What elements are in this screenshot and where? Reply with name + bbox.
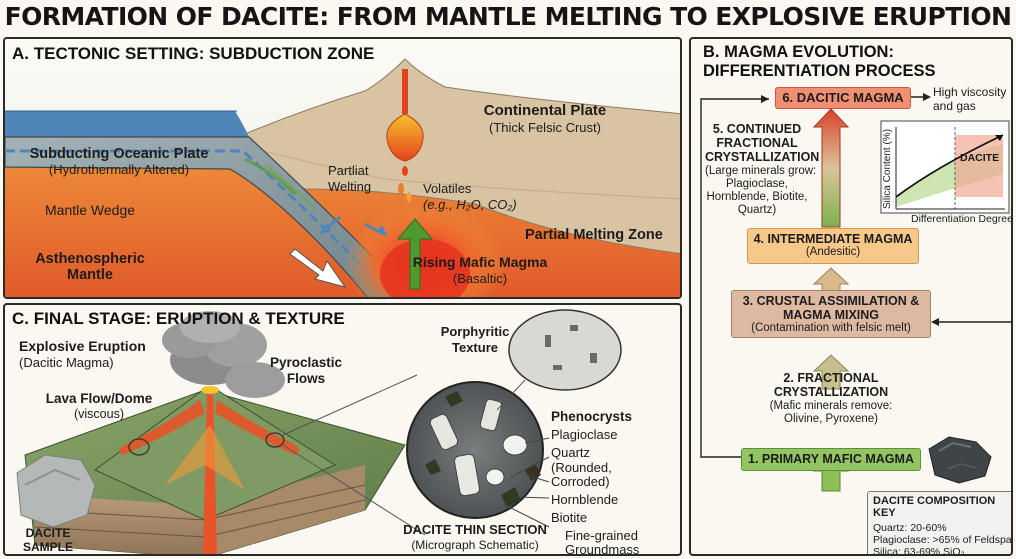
rising-magma-label: Rising Mafic Magma xyxy=(412,254,548,270)
sample-label-1: DACITE xyxy=(25,526,71,540)
step2-sublabel-1: (Mafic minerals remove: xyxy=(769,400,893,412)
panel-c-title: C. FINAL STAGE: ERUPTION & TEXTURE xyxy=(12,309,345,328)
key-quartz: Quartz: 20-60% xyxy=(873,522,947,534)
step6-note-2: and gas xyxy=(933,99,976,113)
chart-ylabel: Silica Content (%) xyxy=(882,128,893,209)
panel-magma-evolution: B. MAGMA EVOLUTION: DIFFERENTIATION PROC… xyxy=(689,37,1013,556)
plagioclase-label: Plagioclase xyxy=(551,427,618,442)
phenocrysts-label: Phenocrysts xyxy=(551,409,633,424)
step2-sublabel-2: Olivine, Pyroxene) xyxy=(784,413,878,425)
pyroclastic-label-1: Pyroclastic xyxy=(269,355,343,370)
panel-tectonic-setting: A. TECTONIC SETTING: SUBDUCTION ZONE Con… xyxy=(3,37,682,299)
step3-crustal-assimilation: 3. CRUSTAL ASSIMILATION & MAGMA MIXING (… xyxy=(731,290,931,338)
partial-melting-zone-label: Partial Melting Zone xyxy=(525,227,663,243)
step4-intermediate-magma: 4. INTERMEDIATE MAGMA (Andesitic) xyxy=(747,228,919,264)
step1-primary-mafic-magma: 1. PRIMARY MAFIC MAGMA xyxy=(741,448,921,471)
composition-key: DACITE COMPOSITION KEY Quartz: 20-60% Pl… xyxy=(867,491,1013,556)
thin-section-label: DACITE THIN SECTION xyxy=(403,522,547,537)
thin-section-sublabel: (Micrograph Schematic) xyxy=(411,538,539,552)
subducting-plate-label: Subducting Oceanic Plate xyxy=(29,146,209,162)
subducting-plate-sublabel: (Hydrothermally Altered) xyxy=(48,162,190,177)
subduction-illustration xyxy=(5,39,680,297)
step2-label-2: CRYSTALLIZATION xyxy=(773,385,889,399)
explosive-eruption-label: Explosive Eruption xyxy=(19,338,146,354)
pyroclastic-label-2: Flows xyxy=(286,371,326,386)
quartz-label-1: Quartz xyxy=(551,445,591,460)
porphyritic-label-2: Texture xyxy=(452,340,498,355)
step3-sublabel: (Contamination with felsic melt) xyxy=(751,322,911,334)
step3-label-1: 3. CRUSTAL ASSIMILATION & xyxy=(742,294,920,308)
groundmass-label-1: Fine-grained xyxy=(565,528,638,543)
quartz-label-2: (Rounded, xyxy=(551,460,612,475)
step5-desc-3: Hornblende, Biotite, xyxy=(706,191,808,203)
step2-label-1: 2. FRACTIONAL xyxy=(783,371,879,385)
step6-note-1: High viscosity xyxy=(933,85,1007,99)
step6-dacitic-magma: 6. DACITIC MAGMA xyxy=(775,87,911,109)
mantle-wedge-label: Mantle Wedge xyxy=(45,202,136,218)
quartz-label-3: Corroded) xyxy=(551,474,610,489)
step4-sublabel: (Andesitic) xyxy=(805,246,861,258)
volatiles-label: Volatiles xyxy=(423,181,472,196)
biotite-label: Biotite xyxy=(551,510,588,525)
rising-magma-sublabel: (Basaltic) xyxy=(452,271,508,286)
panel-b-title-1: B. MAGMA EVOLUTION: xyxy=(703,43,894,61)
continental-plate-sublabel: (Thick Felsic Crust) xyxy=(489,120,601,135)
chart-xlabel: Differentiation Degree xyxy=(911,213,1013,225)
panel-a-title: A. TECTONIC SETTING: SUBDUCTION ZONE xyxy=(12,44,375,63)
groundmass-label-2: Groundmass xyxy=(565,542,640,556)
key-silica: Silica: 63-69% SiO₂ xyxy=(873,546,965,556)
porphyritic-label-1: Porphyritic xyxy=(440,324,510,339)
continental-plate-label: Continental Plate xyxy=(483,102,607,119)
asthenospheric-label-2: Mantle xyxy=(67,267,113,283)
sample-label-2: SAMPLE xyxy=(22,540,73,554)
partial-welting-label-2: Welting xyxy=(328,179,372,194)
partial-welting-label-1: Partliat xyxy=(328,163,369,178)
lava-flow-label: Lava Flow/Dome xyxy=(45,391,153,406)
panel-b-title-2: DIFFERENTIATION PROCESS xyxy=(703,62,936,80)
step5-desc-4: Quartz) xyxy=(737,204,777,216)
silica-chart xyxy=(880,120,1010,214)
step4-label: 4. INTERMEDIATE MAGMA xyxy=(753,232,913,246)
explosive-eruption-sublabel: (Dacitic Magma) xyxy=(19,355,114,370)
key-title: DACITE COMPOSITION KEY xyxy=(873,495,996,519)
step5-title-1: 5. CONTINUED xyxy=(712,122,802,136)
volcano-illustration xyxy=(16,309,622,554)
volatiles-sublabel: (e.g., H₂O, CO₂) xyxy=(423,197,517,212)
panel-eruption-texture: C. FINAL STAGE: ERUPTION & TEXTURE Explo… xyxy=(3,303,682,556)
hornblende-label: Hornblende xyxy=(551,492,619,507)
key-plagioclase: Plagioclase: >65% of Feldspar xyxy=(873,534,1013,546)
evolution-arrows xyxy=(700,93,1011,492)
step5-desc-2: Plagioclase, xyxy=(725,178,788,190)
chart-band-label: DACITE xyxy=(960,152,1000,164)
step5-title-3: CRYSTALLIZATION xyxy=(705,150,820,164)
step5-desc-1: (Large minerals grow: xyxy=(705,165,817,177)
asthenospheric-label-1: Asthenospheric xyxy=(35,251,145,267)
step3-label-2: MAGMA MIXING xyxy=(782,308,880,322)
step5-title-2: FRACTIONAL xyxy=(716,136,798,150)
lava-flow-sublabel: (viscous) xyxy=(73,407,124,421)
main-title: FORMATION OF DACITE: FROM MANTLE MELTING… xyxy=(4,2,1012,31)
